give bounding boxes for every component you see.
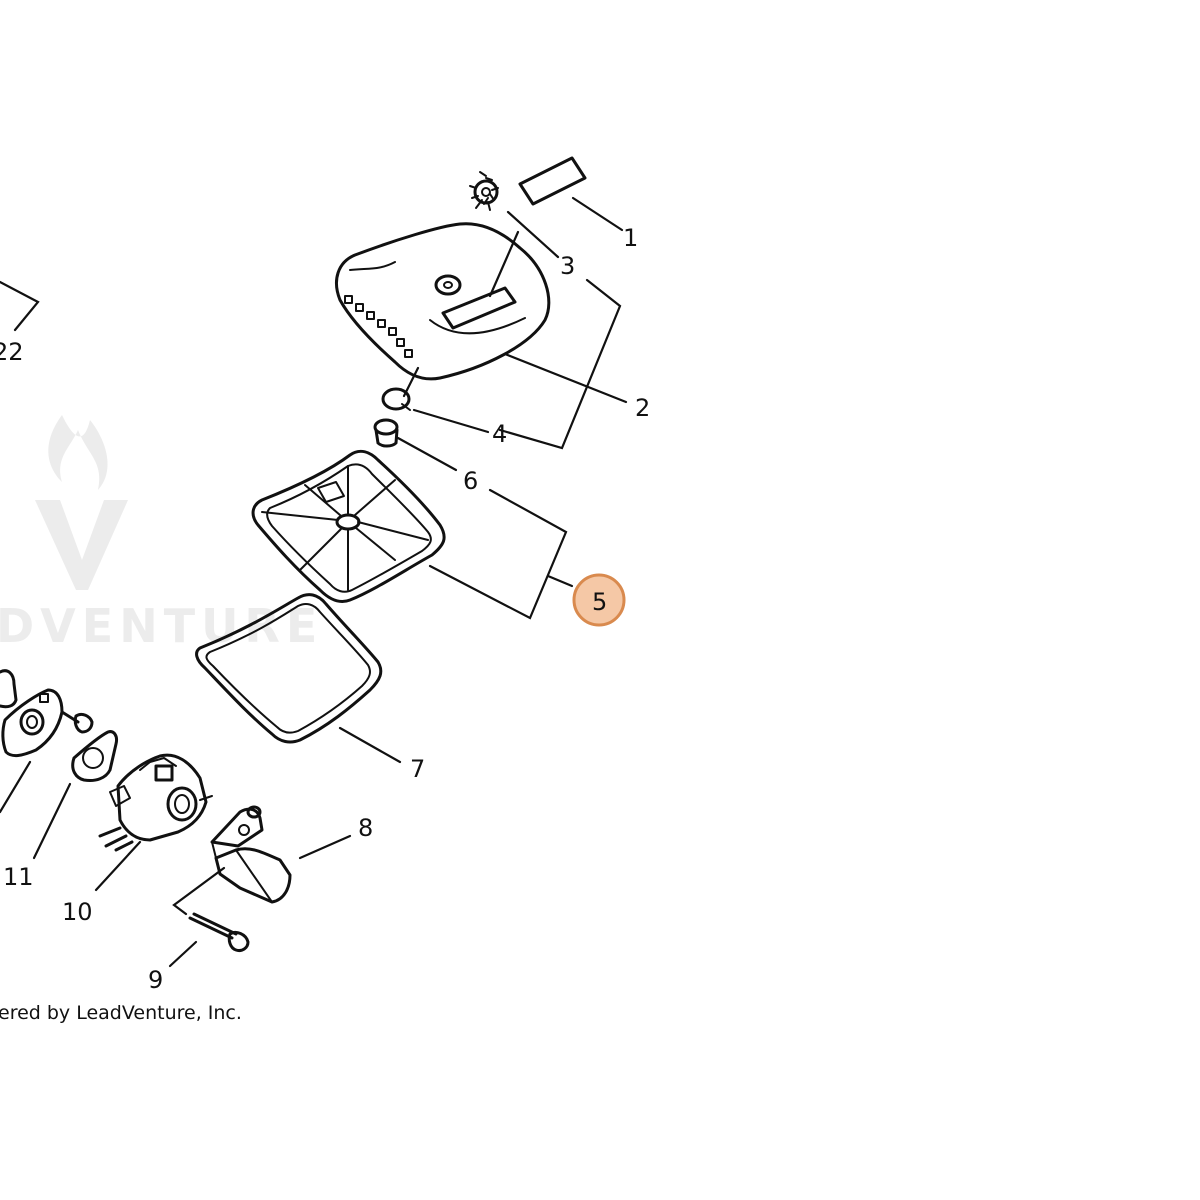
- part-3-fastener: [469, 171, 499, 211]
- part-8-intake-elbow: [210, 805, 292, 904]
- part-2-filter-cover: [335, 222, 551, 381]
- part-9-bolt: [188, 912, 250, 952]
- callout-22[interactable]: 22: [0, 338, 24, 366]
- part-5-air-filter: [251, 449, 446, 604]
- flame-v-logo-icon: [35, 415, 128, 590]
- watermark-text: DVENTURE: [0, 599, 323, 653]
- callout-7[interactable]: 7: [410, 755, 425, 783]
- callout-8[interactable]: 8: [358, 814, 373, 842]
- part-7-gasket: [195, 593, 383, 744]
- part-10-carburetor: [98, 753, 213, 852]
- part-6-grommet: [373, 418, 399, 448]
- part-4-retaining-clip: [381, 387, 411, 411]
- part-bolt-small: [60, 710, 94, 734]
- part-insulator-partial: [0, 669, 64, 758]
- callout-1[interactable]: 1: [623, 224, 638, 252]
- watermark: DVENTURE: [0, 415, 323, 653]
- callout-9[interactable]: 9: [148, 966, 163, 994]
- callout-2[interactable]: 2: [635, 394, 650, 422]
- callout-5-highlight[interactable]: [572, 573, 626, 627]
- part-11-carb-gasket: [71, 730, 118, 782]
- callout-3[interactable]: 3: [560, 252, 575, 280]
- part-22-leader: [0, 280, 40, 332]
- callout-5[interactable]: 5: [592, 588, 607, 616]
- callout-6[interactable]: 6: [463, 467, 478, 495]
- powered-by-credit: ered by LeadVenture, Inc.: [0, 1002, 242, 1024]
- callout-4[interactable]: 4: [492, 420, 507, 448]
- leader-lines: [0, 196, 628, 968]
- callout-labels: 1 2 3 4 5 6 7 8 9 10 11 22: [0, 224, 650, 994]
- part-1-decal: [518, 156, 587, 206]
- callout-11[interactable]: 11: [3, 863, 34, 891]
- callout-10[interactable]: 10: [62, 898, 93, 926]
